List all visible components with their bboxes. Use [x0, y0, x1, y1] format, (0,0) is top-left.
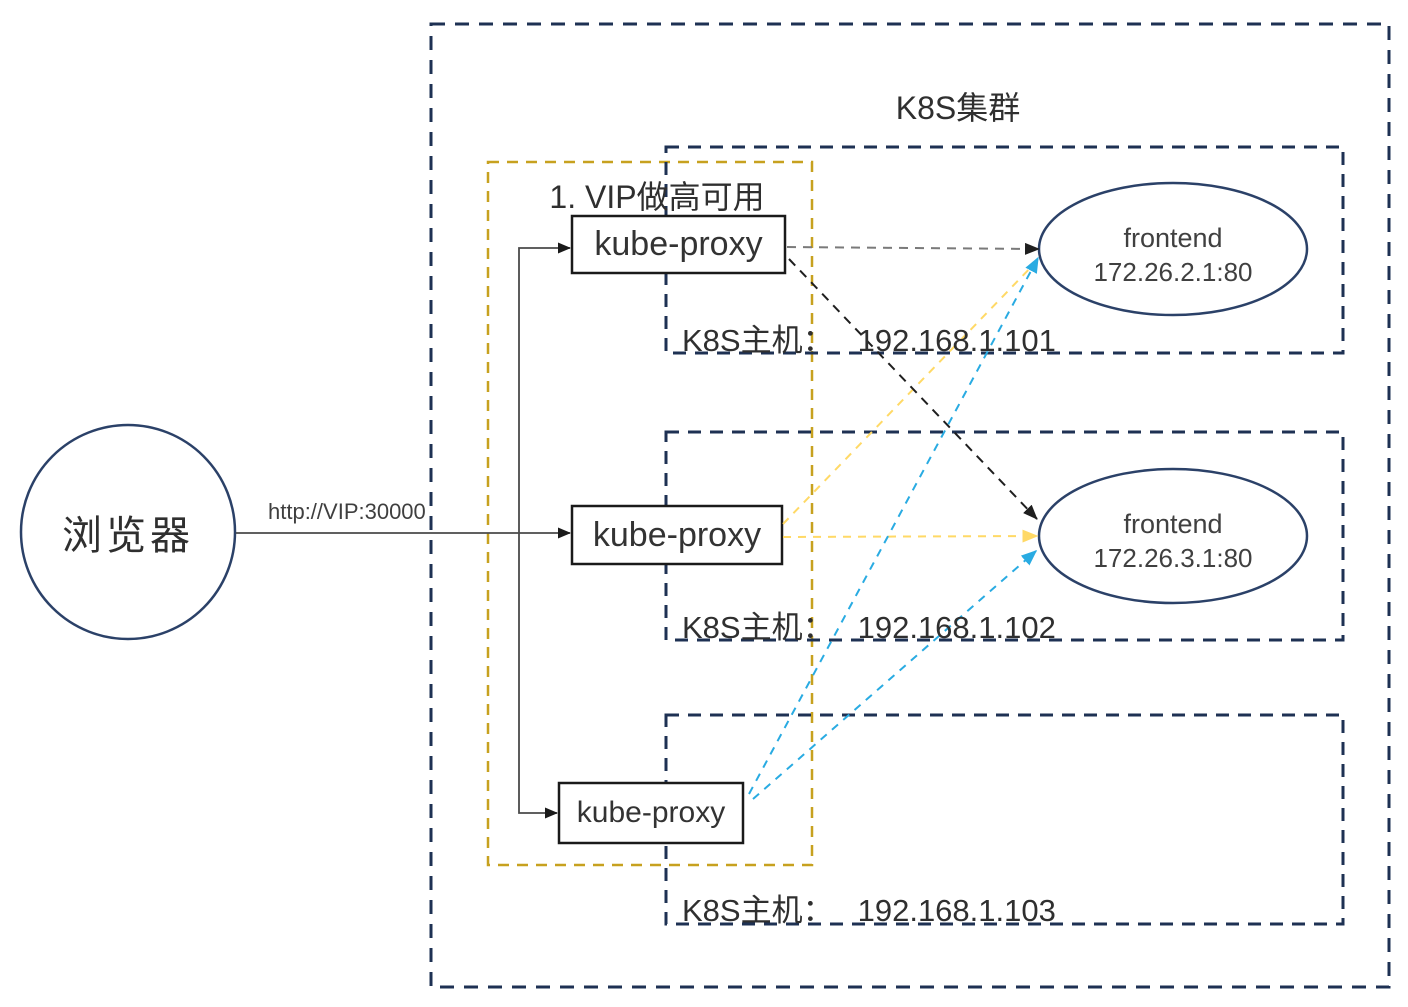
request-url-label: http://VIP:30000: [268, 499, 426, 524]
kube-proxy-3-label: kube-proxy: [576, 796, 726, 829]
host-box-102-border: [664, 430, 1345, 642]
kube-proxy-1-box: [570, 214, 787, 275]
host-label-101: K8S主机： 192.168.1.101: [682, 315, 1056, 360]
request-line-branch-top: [518, 242, 571, 533]
arrow-proxy1-to-frontend1: [786, 242, 1040, 255]
host-label-101-prefix: K8S主机：: [682, 323, 834, 358]
frontend-2-label: frontend 172.26.3.1:80: [1040, 507, 1306, 575]
host-label-103-prefix: K8S主机：: [682, 893, 834, 928]
host-label-102-ip: 192.168.1.102: [857, 610, 1056, 645]
host-label-103: K8S主机： 192.168.1.103: [682, 885, 1056, 930]
kube-proxy-2-box: [570, 504, 784, 566]
cluster-border: [429, 22, 1391, 989]
host-label-102-prefix: K8S主机：: [682, 610, 834, 645]
frontend-2-address: 172.26.3.1:80: [1093, 543, 1253, 573]
arrow-proxy2-to-frontend1: [782, 261, 1037, 525]
host-label-103-ip: 192.168.1.103: [857, 893, 1056, 928]
kube-proxy-1-label: kube-proxy: [594, 225, 763, 263]
cluster-title: K8S集群: [895, 90, 1021, 126]
arrow-proxy2-to-frontend2: [782, 529, 1039, 543]
frontend-1-name: frontend: [1123, 223, 1223, 253]
frontend-2-name: frontend: [1123, 509, 1223, 539]
arrow-proxy1-to-frontend2: [788, 258, 1038, 520]
host-box-103-border: [664, 713, 1345, 926]
vip-group-border: [486, 160, 814, 867]
kube-proxy-3-box: [557, 781, 745, 845]
browser-label: 浏览器: [62, 514, 194, 558]
arrow-proxy3-to-frontend1: [748, 256, 1039, 795]
frontend-1-address: 172.26.2.1:80: [1093, 257, 1253, 287]
request-line-branch-bottom: [518, 533, 558, 819]
browser-circle: [19, 423, 237, 641]
host-label-101-ip: 192.168.1.101: [857, 323, 1056, 358]
kube-proxy-2-label: kube-proxy: [592, 515, 762, 554]
frontend-1-label: frontend 172.26.2.1:80: [1040, 221, 1306, 289]
frontend-2-ellipse: [1037, 467, 1309, 605]
host-label-102: K8S主机： 192.168.1.102: [682, 602, 1056, 647]
arrow-proxy3-to-frontend2: [752, 550, 1038, 800]
vip-group-label: 1. VIP做高可用: [549, 179, 765, 215]
